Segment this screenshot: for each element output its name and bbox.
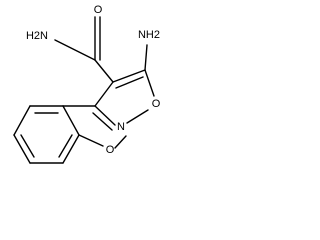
molecule-structure: O H2N NH2 O N O <box>13 4 161 164</box>
bond-ph-inner-c <box>58 134 73 158</box>
bond-ph-ether-o <box>78 134 104 147</box>
ether-oxygen-label: O <box>106 144 115 156</box>
bond-carbonyl-c-c4 <box>94 59 114 83</box>
bond-n2-c3-a <box>94 105 116 126</box>
bond-c4-c5-a <box>112 69 146 83</box>
carbonyl-oxygen-label: O <box>94 4 103 16</box>
bond-carbonyl-c-nh2 <box>54 39 96 61</box>
bond-o1-n2 <box>126 109 149 124</box>
ring-nitrogen-label: N <box>117 121 125 133</box>
bond-ph-4-5 <box>13 134 31 164</box>
bond-ph-inner-b <box>20 134 35 158</box>
amino-nitrogen-label: NH2 <box>138 29 160 41</box>
bond-ph-1-2 <box>62 105 80 136</box>
bond-c5-nh2 <box>144 44 148 71</box>
bond-ph-5-6 <box>13 105 31 136</box>
bond-c3-c4 <box>94 81 114 107</box>
bond-n2-c3-b <box>92 112 113 131</box>
amide-nitrogen-label: H2N <box>26 30 48 42</box>
bond-c5-o1 <box>144 69 155 97</box>
atom-labels: O H2N NH2 O N O <box>26 4 161 156</box>
bond-c4-c5-b <box>115 76 144 89</box>
bond-ether-o-methyl <box>114 135 127 149</box>
bond-ph-2-3 <box>62 134 80 164</box>
ring-oxygen-label: O <box>152 98 161 110</box>
bonds <box>13 16 155 164</box>
